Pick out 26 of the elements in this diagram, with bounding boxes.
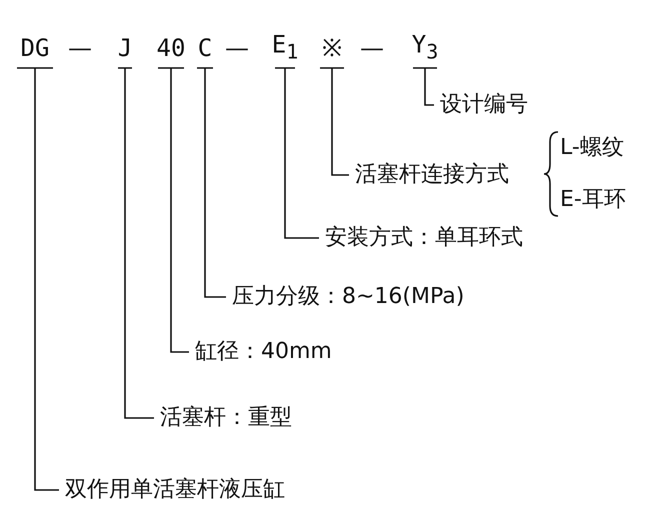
description-text: 活塞杆：重型 bbox=[160, 405, 292, 431]
dash-text: — bbox=[225, 34, 249, 62]
leader-line bbox=[117, 67, 155, 419]
leader-line bbox=[196, 67, 227, 298]
code-letter: J bbox=[118, 34, 132, 62]
code-letter: E$_{1}$ bbox=[272, 30, 298, 66]
leader-line bbox=[319, 67, 350, 176]
description-text: 活塞杆连接方式 bbox=[355, 162, 509, 188]
code-letter: Y$_{3}$ bbox=[412, 30, 438, 66]
dash-text: — bbox=[360, 34, 384, 62]
description-text: 双作用单活塞杆液压缸 bbox=[65, 477, 285, 503]
leader-line bbox=[157, 67, 190, 353]
description-text: 压力分级：8~16(MPa) bbox=[232, 284, 464, 310]
leader-line bbox=[412, 67, 438, 106]
leader-line bbox=[16, 67, 60, 491]
option-text: E-耳环 bbox=[560, 187, 626, 213]
code-letter: ※ bbox=[322, 34, 342, 62]
dash-text: — bbox=[68, 34, 92, 62]
leader-line bbox=[274, 67, 320, 239]
code-letter: C bbox=[198, 34, 212, 62]
description-text: 安装方式：单耳环式 bbox=[325, 225, 523, 251]
code-letter: 40 bbox=[156, 34, 186, 62]
code-letter: DG bbox=[20, 34, 50, 62]
option-text: L-螺纹 bbox=[560, 135, 624, 161]
description-text: 缸径：40mm bbox=[195, 339, 332, 365]
description-text: 设计编号 bbox=[440, 92, 528, 118]
